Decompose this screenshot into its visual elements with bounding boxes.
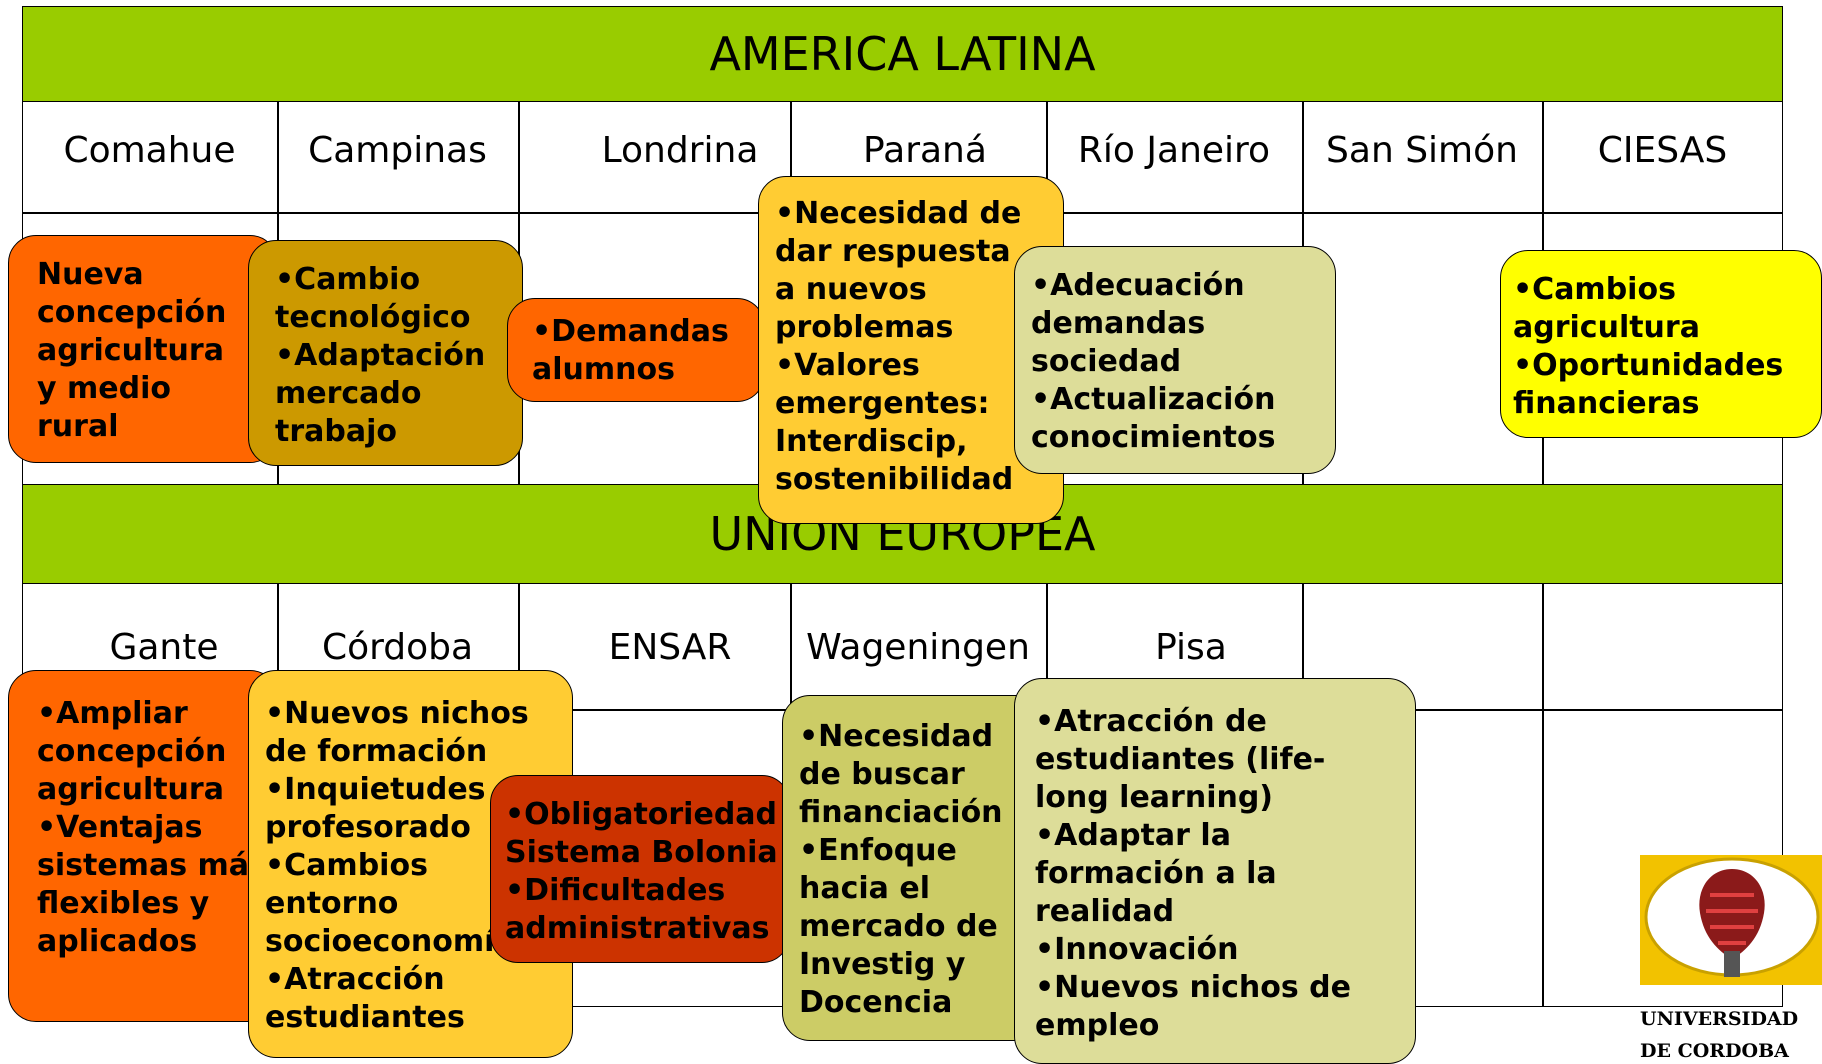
box-line: problemas (775, 310, 954, 345)
box-parana: •Necesidad de dar respuesta a nuevos pro… (758, 176, 1064, 524)
logo-text-universidad: UNIVERSIDAD (1640, 1008, 1799, 1030)
box-line: sociedad (1031, 344, 1182, 379)
box-rio-janeiro: •Adecuación demandas sociedad •Actualiza… (1014, 246, 1336, 474)
column-label-ciesas: CIESAS (1597, 130, 1728, 171)
box-line: •Nuevos nichos de (1035, 970, 1351, 1005)
university-logo (1640, 855, 1822, 985)
box-line: •Adecuación (1031, 268, 1245, 303)
box-line: •Dificultades (505, 873, 726, 908)
box-line: •Atracción de (1035, 704, 1267, 739)
box-line: •Demandas (532, 314, 729, 349)
box-line: •Adaptación (275, 338, 486, 373)
box-line: •Oportunidades (1513, 348, 1784, 383)
box-line: financiación (799, 795, 1003, 830)
box-line: •Inquietudes (265, 772, 486, 807)
column-label-wageningen: Wageningen (806, 627, 1030, 668)
box-line: agricultura (37, 772, 224, 807)
box-wageningen: •Necesidad de buscar financiación •Enfoq… (782, 695, 1044, 1041)
box-line: •Necesidad (799, 719, 994, 754)
box-line: estudiantes (life- (1035, 742, 1326, 777)
box-line: aplicados (37, 924, 198, 959)
column-label-pisa: Pisa (1155, 627, 1227, 668)
column-label-rio-janeiro: Río Janeiro (1077, 130, 1271, 171)
box-line: mercado de (799, 909, 998, 944)
box-line: •Cambios (265, 848, 428, 883)
box-line: hacia el (799, 871, 930, 906)
column-label-londrina: Londrina (601, 130, 759, 171)
box-line: •Enfoque (799, 833, 957, 868)
box-line: trabajo (275, 414, 397, 449)
box-ciesas: •Cambios agricultura •Oportunidades fina… (1500, 250, 1822, 438)
column-label-san-simon: San Simón (1326, 130, 1518, 171)
box-line: financieras (1513, 386, 1700, 421)
box-line: alumnos (532, 352, 675, 387)
box-line: rural (37, 409, 119, 444)
band-america-latina: AMERICA LATINA (22, 6, 1783, 102)
box-line: •Innovación (1035, 932, 1239, 967)
box-line: de formación (265, 734, 488, 769)
band-america-latina-label: AMERICA LATINA (709, 27, 1096, 81)
box-line: concepción (37, 295, 227, 330)
box-comahue: Nueva concepción agricultura y medio rur… (8, 235, 278, 463)
box-line: a nuevos (775, 272, 927, 307)
box-gante: •Ampliar concepción agricultura •Ventaja… (8, 670, 278, 1022)
column-label-comahue: Comahue (63, 130, 236, 171)
box-line: •Atracción (265, 962, 445, 997)
box-line: •Adaptar la (1035, 818, 1231, 853)
box-line: agricultura (1513, 310, 1700, 345)
box-line: emergentes: (775, 386, 990, 421)
box-line: Nueva (37, 257, 144, 292)
column-label-ensar: ENSAR (608, 627, 732, 668)
box-line: •Ampliar (37, 696, 188, 731)
box-line: profesorado (265, 810, 471, 845)
box-line: •Ventajas (37, 810, 203, 845)
box-line: realidad (1035, 894, 1175, 929)
box-line: •Cambio (275, 262, 421, 297)
box-line: long learning) (1035, 780, 1274, 815)
box-line: dar respuesta (775, 234, 1011, 269)
column-label-cordoba: Córdoba (321, 627, 474, 668)
box-line: •Obligatoriedad (505, 797, 778, 832)
box-line: concepción (37, 734, 227, 769)
column-divider (1542, 582, 1544, 1007)
box-pisa: •Atracción de estudiantes (life- long le… (1014, 678, 1416, 1064)
box-line: sostenibilidad (775, 462, 1014, 497)
box-line: sistemas más (37, 848, 267, 883)
box-line: socioeconomía (265, 924, 515, 959)
box-line: •Valores (775, 348, 920, 383)
column-label-campinas: Campinas (308, 130, 487, 171)
box-line: formación a la (1035, 856, 1277, 891)
box-line: de buscar (799, 757, 965, 792)
box-line: administrativas (505, 911, 770, 946)
box-line: y medio (37, 371, 171, 406)
box-line: estudiantes (265, 1000, 465, 1035)
box-londrina: •Demandas alumnos (507, 298, 765, 402)
box-line: •Necesidad de (775, 196, 1022, 231)
box-line: Interdiscip, (775, 424, 968, 459)
box-line: entorno (265, 886, 399, 921)
column-label-gante: Gante (109, 627, 219, 668)
column-label-parana: Paraná (863, 130, 987, 171)
box-line: conocimientos (1031, 420, 1276, 455)
box-line: Docencia (799, 985, 953, 1020)
box-line: mercado (275, 376, 422, 411)
box-line: flexibles y (37, 886, 210, 921)
box-line: •Cambios (1513, 272, 1676, 307)
box-line: demandas (1031, 306, 1206, 341)
box-line: Sistema Bolonia (505, 835, 778, 870)
box-line: agricultura (37, 333, 224, 368)
box-line: •Nuevos nichos (265, 696, 529, 731)
box-ensar: •Obligatoriedad Sistema Bolonia •Dificul… (490, 775, 790, 963)
box-line: empleo (1035, 1008, 1160, 1043)
box-line: tecnológico (275, 300, 471, 335)
box-line: Investig y (799, 947, 966, 982)
box-campinas: •Cambio tecnológico •Adaptación mercado … (248, 240, 523, 466)
logo-text-cordoba: DE CORDOBA (1640, 1040, 1789, 1062)
box-line: •Actualización (1031, 382, 1276, 417)
